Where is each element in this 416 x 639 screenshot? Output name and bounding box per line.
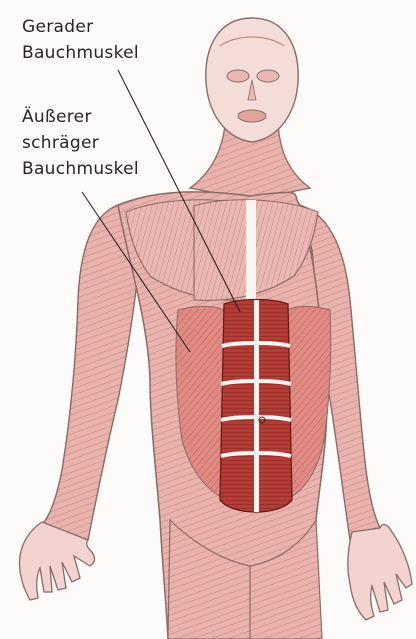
right-hand bbox=[348, 525, 412, 620]
label-oblique-line2: schräger bbox=[22, 130, 139, 156]
label-rectus-line2: Bauchmuskel bbox=[22, 40, 139, 66]
head bbox=[206, 18, 298, 142]
rectus-abdominis-muscle bbox=[220, 300, 292, 513]
label-rectus-abdominis: Gerader Bauchmuskel bbox=[22, 14, 139, 66]
label-external-oblique: Äußerer schräger Bauchmuskel bbox=[22, 104, 139, 182]
label-rectus-line1: Gerader bbox=[22, 14, 139, 40]
label-oblique-line1: Äußerer bbox=[22, 104, 139, 130]
label-oblique-line3: Bauchmuskel bbox=[22, 156, 139, 182]
